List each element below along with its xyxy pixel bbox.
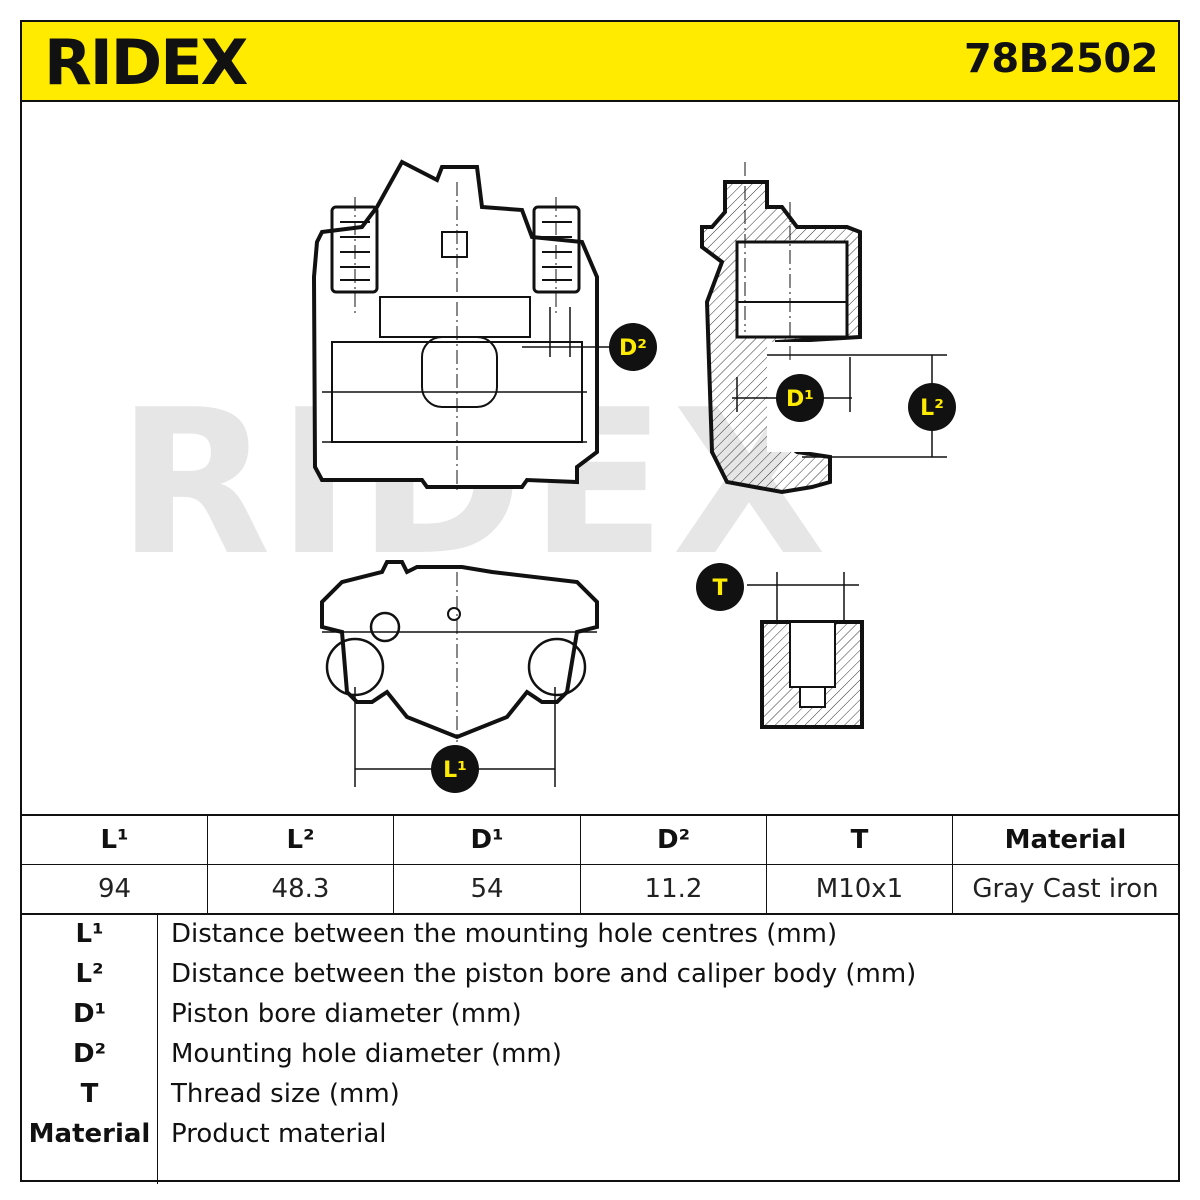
spec-header-cell: L¹	[22, 815, 208, 865]
callout-l2: L²	[908, 383, 956, 431]
callout-t-label: T	[712, 576, 727, 601]
spec-header-row: L¹ L² D¹ D² T Material	[22, 815, 1178, 865]
legend-key: L²	[75, 959, 104, 989]
callout-t: T	[696, 563, 744, 611]
callout-l1: L¹	[431, 745, 479, 793]
header-bar: RIDEX 78B2502	[22, 22, 1178, 102]
legend-row: L² Distance between the piston bore and …	[22, 954, 1178, 994]
callout-d1: D¹	[776, 374, 824, 422]
callout-l2-label: L²	[920, 396, 944, 421]
spec-header-cell: D¹	[393, 815, 581, 865]
legend-text: Mounting hole diameter (mm)	[171, 1039, 562, 1069]
spec-value-cell: 11.2	[580, 864, 767, 915]
legend-divider	[157, 914, 158, 1184]
legend-text: Thread size (mm)	[171, 1079, 400, 1109]
spec-header-cell: D²	[580, 815, 767, 865]
spec-value-cell: M10x1	[766, 864, 953, 915]
spec-header-cell: L²	[207, 815, 394, 865]
spec-value-cell: 94	[22, 864, 208, 915]
legend-text: Distance between the mounting hole centr…	[171, 919, 838, 949]
caliper-bottom-view	[320, 560, 599, 787]
callout-d2: D²	[609, 323, 657, 371]
thread-detail	[747, 572, 864, 729]
legend-row: L¹ Distance between the mounting hole ce…	[22, 914, 1178, 954]
callout-d2-label: D²	[619, 336, 647, 361]
legend-row: T Thread size (mm)	[22, 1074, 1178, 1114]
legend-row: Material Product material	[22, 1114, 1178, 1154]
legend-text: Product material	[171, 1119, 387, 1149]
spec-value-cell: 48.3	[207, 864, 394, 915]
legend-text: Piston bore diameter (mm)	[171, 999, 522, 1029]
legend-key: T	[80, 1079, 99, 1109]
caliper-front-view	[311, 159, 612, 492]
legend-text: Distance between the piston bore and cal…	[171, 959, 917, 989]
brand-logo: RIDEX	[44, 26, 314, 100]
callout-d1-label: D¹	[786, 387, 814, 412]
legend-row: D¹ Piston bore diameter (mm)	[22, 994, 1178, 1034]
spec-header-cell: T	[766, 815, 953, 865]
caliper-section-view	[700, 162, 947, 495]
brand-logo-text: RIDEX	[44, 26, 248, 96]
spec-value-cell: 54	[393, 864, 581, 915]
legend-key: L¹	[75, 919, 104, 949]
legend-row: D² Mounting hole diameter (mm)	[22, 1034, 1178, 1074]
legend: L¹ Distance between the mounting hole ce…	[22, 914, 1178, 1184]
technical-drawing: RIDEX	[22, 102, 1178, 814]
spec-value-row: 94 48.3 54 11.2 M10x1 Gray Cast iron	[22, 864, 1178, 915]
spec-header-cell: Material	[952, 815, 1178, 865]
legend-key: Material	[28, 1119, 151, 1149]
datasheet-frame: RIDEX 78B2502 RIDEX	[20, 20, 1180, 1184]
spec-table: L¹ L² D¹ D² T Material 94 48.3 54 11.2 M…	[22, 814, 1178, 915]
callout-l1-label: L¹	[443, 758, 467, 783]
spec-value-cell: Gray Cast iron	[952, 864, 1178, 915]
legend-key: D²	[73, 1039, 106, 1069]
legend-key: D¹	[73, 999, 106, 1029]
part-number: 78B2502	[964, 36, 1158, 82]
